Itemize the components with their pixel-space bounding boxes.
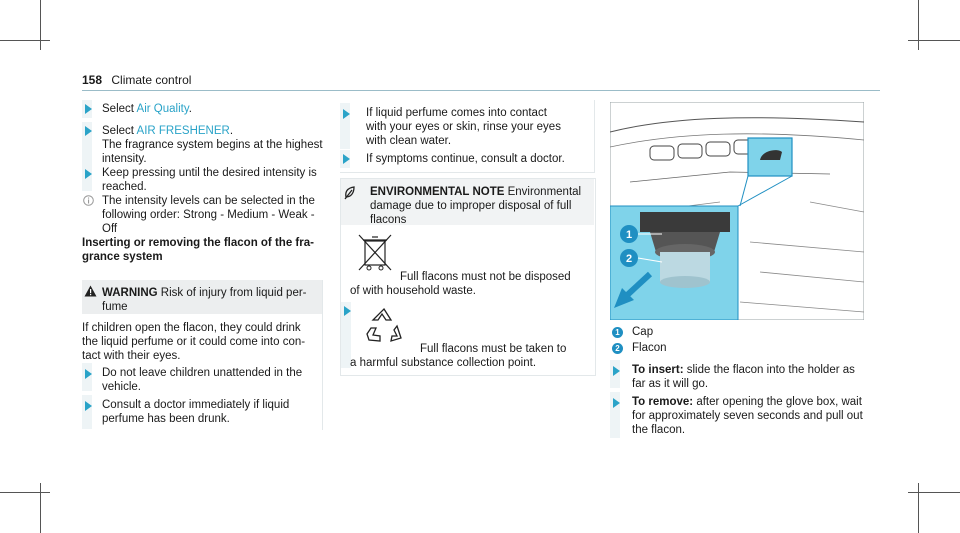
env-para2-line1: Full flacons must be taken to — [420, 343, 567, 355]
callout-2-marker: 2 — [626, 253, 632, 265]
crop-mark — [908, 492, 960, 493]
crop-mark — [40, 0, 41, 50]
leaf-icon — [344, 186, 355, 200]
crop-mark — [0, 492, 50, 493]
crop-mark — [0, 40, 50, 41]
triangle-arrow-icon — [613, 398, 620, 408]
env-para2-line2: a harmful substance collection point. — [350, 357, 537, 369]
triangle-arrow-icon — [344, 306, 351, 316]
triangle-arrow-icon — [613, 366, 620, 376]
env-para1-line1: Full flacons must not be disposed — [400, 271, 571, 283]
header-rule — [82, 90, 880, 91]
recycle-icon — [366, 307, 402, 342]
callout-1-marker: 1 — [626, 229, 632, 241]
air-freshener-link[interactable]: AIR FRESHENER — [136, 125, 230, 137]
legend-flacon-label: Flacon — [632, 342, 667, 354]
step-select-air-quality: Select Air Quality. — [102, 103, 192, 115]
info-note: The intensity levels can be selected in … — [102, 195, 315, 235]
page-header: 158 Climate control — [82, 73, 191, 87]
triangle-arrow-icon — [343, 154, 350, 164]
step-rinse-eyes: If liquid perfume comes into contact wit… — [366, 107, 561, 147]
triangle-arrow-icon — [343, 109, 350, 119]
page-number: 158 — [82, 73, 103, 87]
warning-body: If children open the flacon, they could … — [82, 322, 306, 362]
triangle-arrow-icon — [85, 126, 92, 136]
warning-header — [82, 280, 322, 314]
step-select-air-freshener: Select AIR FRESHENER. The fragrance syst… — [102, 125, 323, 165]
crossed-bin-icon — [358, 234, 392, 271]
legend-callout-1: 1 — [612, 327, 623, 338]
crop-mark — [908, 40, 960, 41]
environmental-label: ENVIRONMENTAL NOTE — [370, 186, 505, 198]
step-to-remove: To remove: after opening the glove box, … — [632, 396, 863, 436]
environmental-note-box — [340, 178, 596, 376]
section-heading: Inserting or removing the flacon of the … — [82, 237, 314, 263]
warning-title-text: WARNING Risk of injury from liquid per- … — [102, 287, 307, 313]
crop-mark — [40, 483, 41, 533]
env-para1-line2: of with household waste. — [350, 285, 476, 297]
step-keep-pressing: Keep pressing until the desired intensit… — [102, 167, 317, 193]
legend-callout-2: 2 — [612, 343, 623, 354]
section-title: Climate control — [111, 73, 192, 87]
step-consult-doctor: Consult a doctor immediately if liquid p… — [102, 399, 290, 425]
info-icon — [83, 195, 94, 206]
air-quality-link[interactable]: Air Quality — [136, 103, 189, 115]
triangle-arrow-icon — [85, 401, 92, 411]
triangle-arrow-icon — [85, 169, 92, 179]
warning-triangle-icon — [84, 285, 97, 297]
step-to-insert: To insert: slide the flacon into the hol… — [632, 364, 855, 390]
glove-box-illustration: 1 2 — [610, 102, 864, 320]
legend-cap-label: Cap — [632, 326, 654, 338]
crop-mark — [918, 483, 919, 533]
environmental-note-title: ENVIRONMENTAL NOTE Environmental damage … — [370, 186, 582, 226]
step-symptoms-continue: If symptoms continue, consult a doctor. — [366, 153, 565, 165]
triangle-arrow-icon — [85, 369, 92, 379]
step-do-not-leave-children: Do not leave children unattended in the … — [102, 367, 303, 393]
crop-mark — [918, 0, 919, 50]
triangle-arrow-icon — [85, 104, 92, 114]
warning-label: WARNING — [102, 287, 158, 299]
